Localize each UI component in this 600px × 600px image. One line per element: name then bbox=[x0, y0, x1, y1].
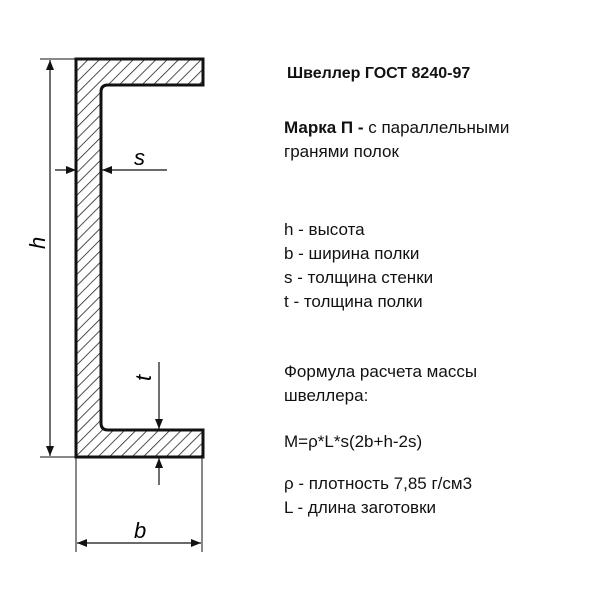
legend-b: b - ширина полки bbox=[284, 244, 420, 263]
t-label: t bbox=[131, 374, 156, 381]
legend-t: t - толщина полки bbox=[284, 292, 423, 311]
note-length: L - длина заготовки bbox=[284, 498, 437, 517]
mark-line1: Марка П - с параллельными bbox=[284, 118, 509, 138]
mark-rest: с параллельными bbox=[363, 118, 510, 137]
b-label: b bbox=[134, 518, 146, 543]
formula: M=ρ*L*s(2b+h-2s) bbox=[284, 432, 423, 451]
h-label: h bbox=[25, 237, 50, 249]
formula-intro-2: швеллера: bbox=[284, 386, 369, 405]
note-density: ρ - плотность 7,85 г/см3 bbox=[284, 474, 473, 493]
mark-bold: Марка П - bbox=[284, 118, 364, 137]
channel-profile bbox=[74, 57, 205, 459]
formula-intro-1: Формула расчета массы bbox=[284, 362, 478, 381]
title: Швеллер ГОСТ 8240-97 bbox=[287, 65, 471, 82]
s-label: s bbox=[134, 145, 145, 170]
legend-s: s - толщина стенки bbox=[284, 268, 434, 287]
mark-line2: гранями полок bbox=[284, 142, 399, 161]
legend-h: h - высота bbox=[284, 220, 365, 239]
